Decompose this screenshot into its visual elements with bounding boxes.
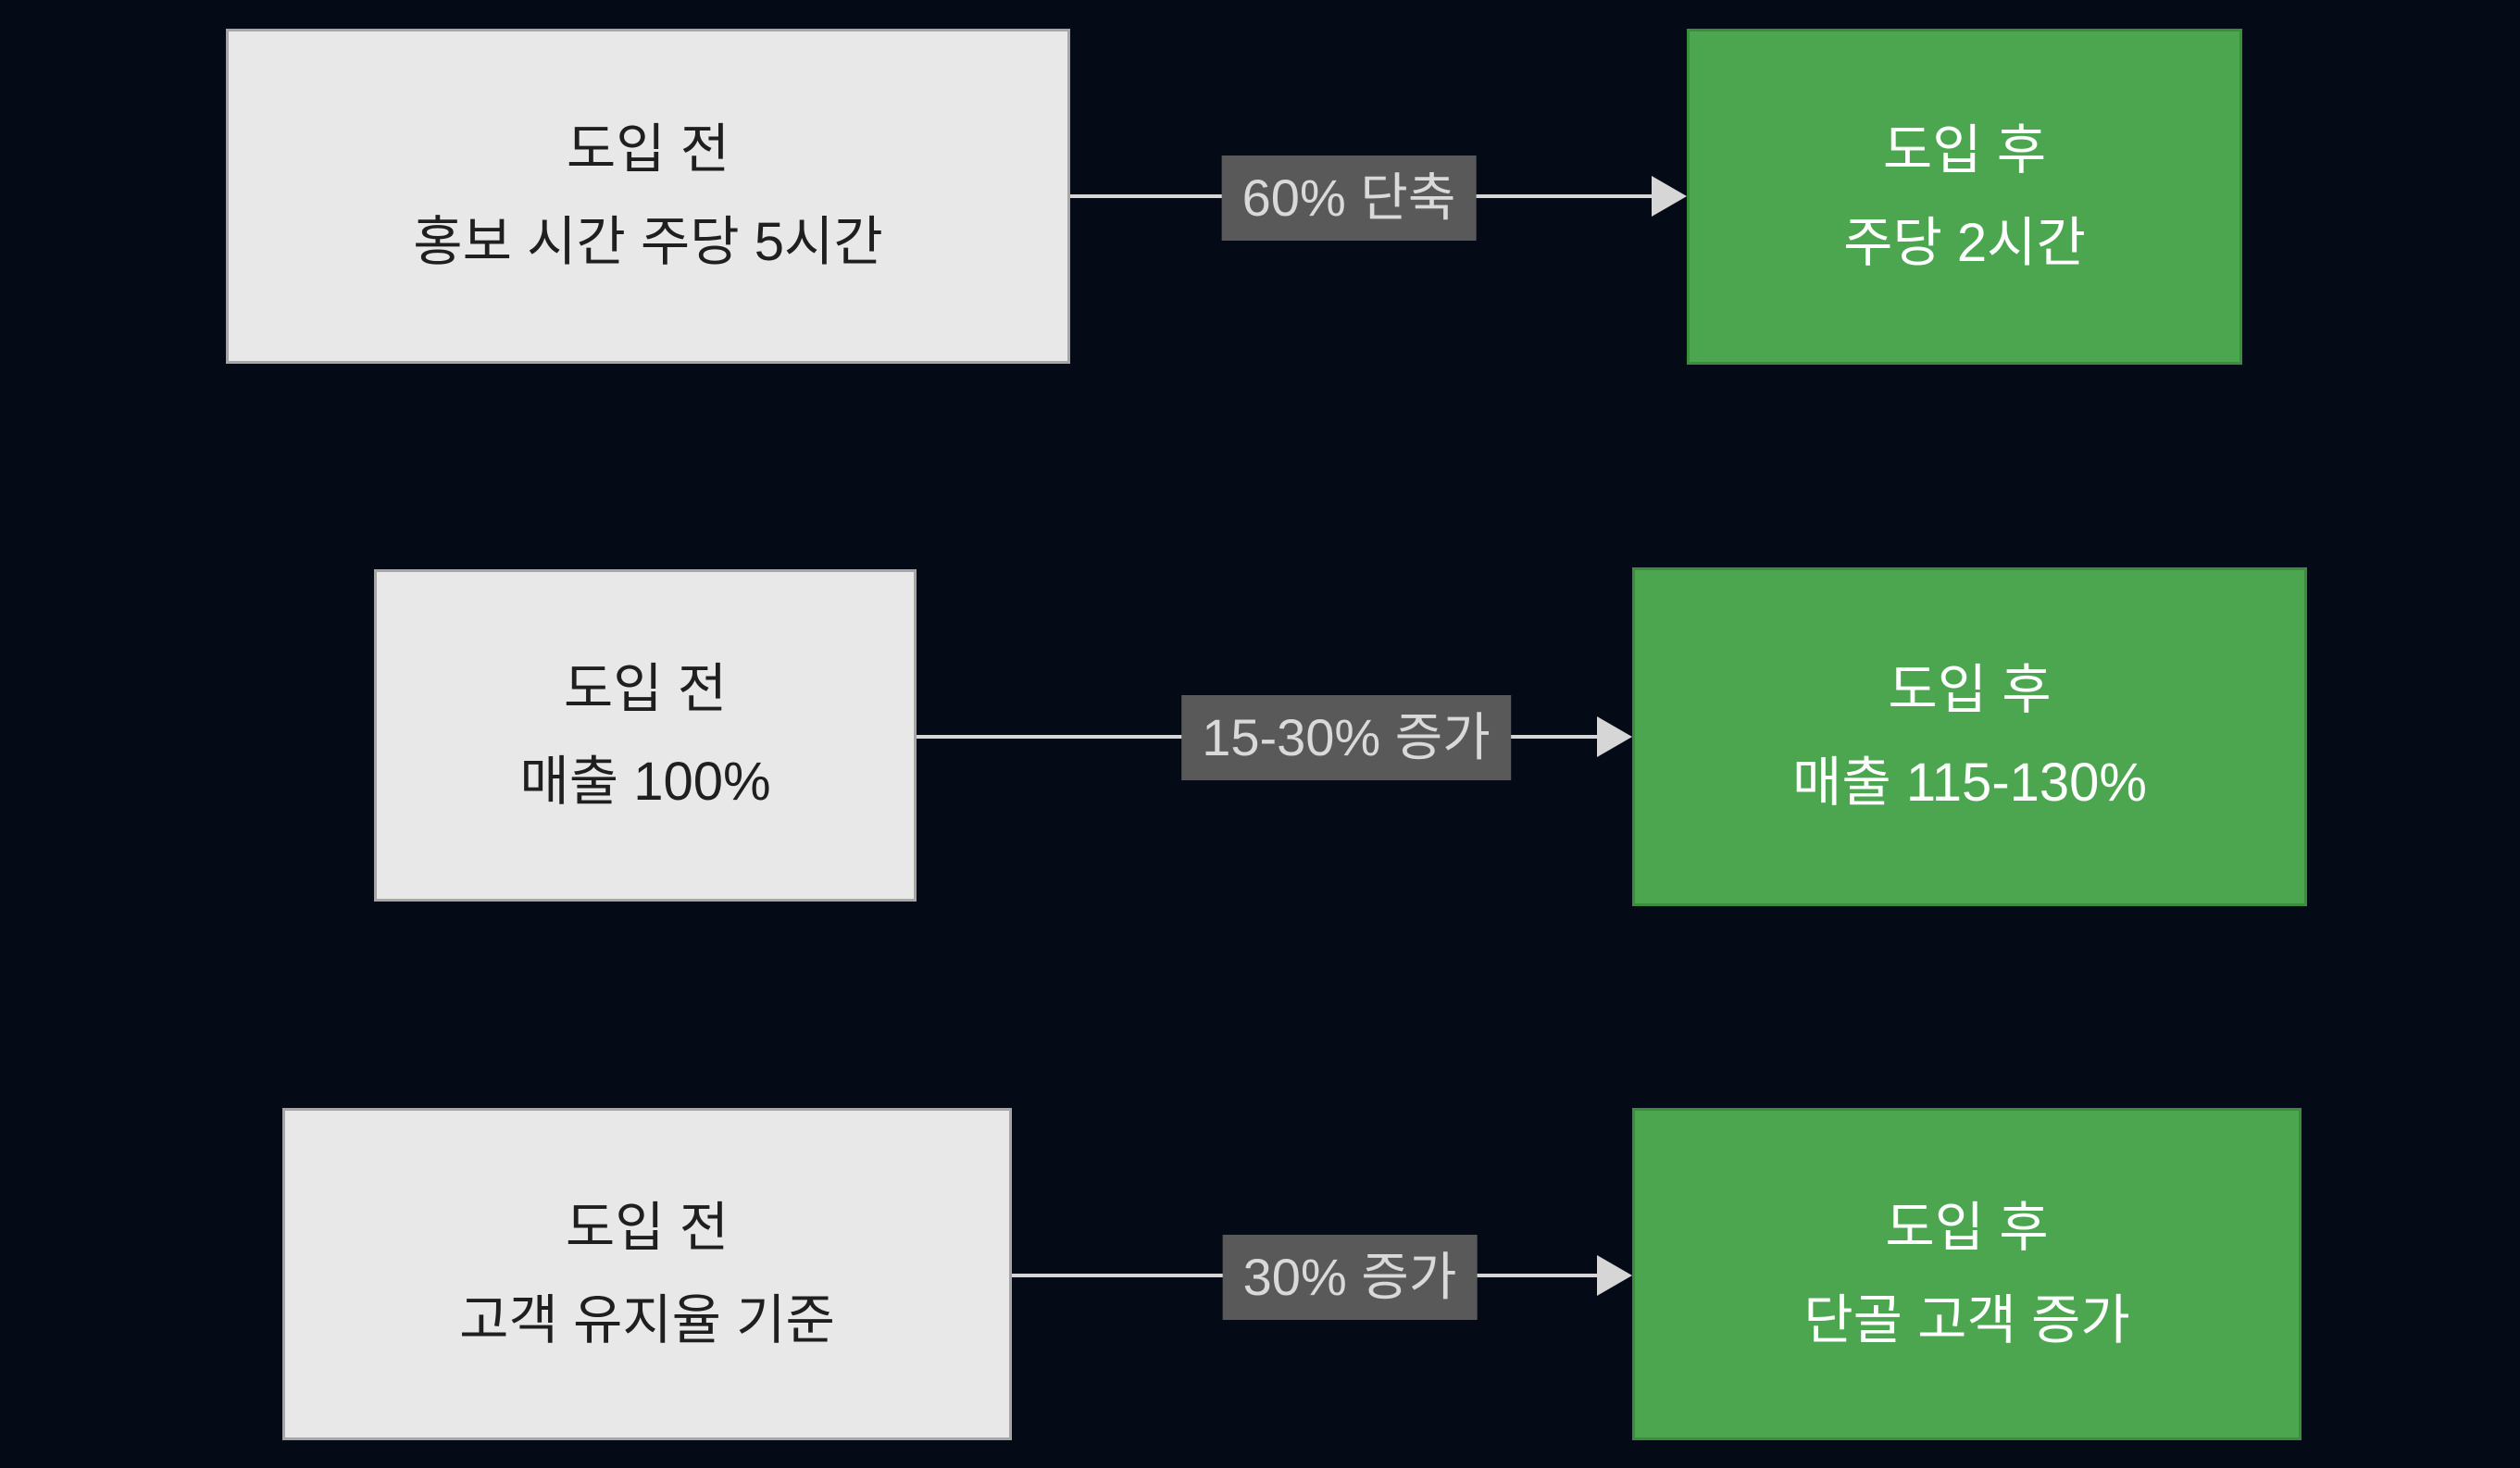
before-box-row2-line1: 도입 전 — [563, 658, 728, 719]
arrow-head-icon-row2 — [1597, 716, 1632, 757]
before-box-row2: 도입 전 매출 100% — [374, 569, 917, 902]
after-box-row3-line1: 도입 후 — [1885, 1197, 2049, 1258]
after-box-row1: 도입 후 주당 2시간 — [1687, 29, 2242, 365]
after-box-row3: 도입 후 단골 고객 증가 — [1632, 1108, 2302, 1440]
before-box-row1-line1: 도입 전 — [566, 119, 730, 180]
before-box-row1-line2: 홍보 시간 주당 5시간 — [413, 212, 883, 272]
arrow-head-icon-row1 — [1652, 176, 1687, 217]
before-box-row1: 도입 전 홍보 시간 주당 5시간 — [226, 29, 1070, 364]
arrow-label-row1: 60% 단축 — [1221, 156, 1477, 241]
after-box-row2: 도입 후 매출 115-130% — [1632, 567, 2307, 906]
after-box-row3-line2: 단골 고객 증가 — [1803, 1289, 2130, 1350]
arrow-label-row2: 15-30% 증가 — [1181, 695, 1511, 780]
arrow-head-icon-row3 — [1597, 1255, 1632, 1296]
after-box-row2-line1: 도입 후 — [1888, 660, 2052, 721]
before-box-row2-line2: 매출 100% — [519, 751, 771, 812]
before-box-row3-line1: 도입 전 — [565, 1197, 730, 1258]
before-box-row3: 도입 전 고객 유지율 기준 — [282, 1108, 1012, 1440]
after-box-row1-line2: 주당 2시간 — [1843, 212, 2086, 273]
before-box-row3-line2: 고객 유지율 기준 — [459, 1289, 835, 1350]
arrow-label-row3: 30% 증가 — [1222, 1235, 1478, 1320]
after-box-row2-line2: 매출 115-130% — [1792, 753, 2147, 813]
after-box-row1-line1: 도입 후 — [1882, 119, 2047, 180]
